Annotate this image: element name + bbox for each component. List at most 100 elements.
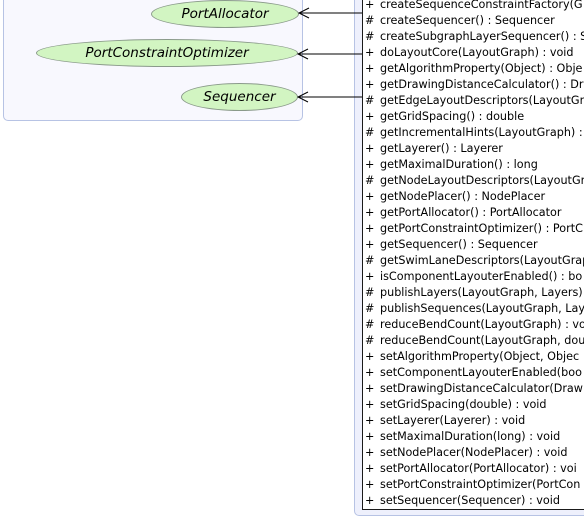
member-row: + getGridSpacing() : double — [365, 109, 524, 125]
visibility-marker: + — [365, 46, 375, 59]
member-row: # publishSequences(LayoutGraph, Lay — [365, 301, 584, 317]
member-row: + setComponentLayouterEnabled(boo — [365, 365, 582, 381]
member-signature: doLayoutCore(LayoutGraph) : void — [380, 46, 574, 59]
member-row: # getNodeLayoutDescriptors(LayoutGr — [365, 173, 584, 189]
member-row: +setPortConstraintOptimizer(PortCon — [365, 477, 580, 493]
visibility-marker: # — [365, 14, 375, 27]
member-signature: getEdgeLayoutDescriptors(LayoutGr — [380, 94, 584, 107]
node-label: PortConstraintOptimizer — [85, 45, 249, 61]
member-row: + setLayerer(Layerer) : void — [365, 413, 525, 429]
member-signature: setPortAllocator(PortAllocator) : voi — [380, 462, 577, 475]
member-row: + getDrawingDistanceCalculator() : Dr — [365, 77, 583, 93]
member-row: + getPortConstraintOptimizer() : PortC — [365, 221, 583, 237]
visibility-marker: # — [365, 334, 375, 347]
visibility-marker: + — [365, 142, 375, 155]
member-row: # getIncrementalHints(LayoutGraph) : — [365, 125, 583, 141]
member-signature: getGridSpacing() : double — [380, 110, 525, 123]
member-signature: getMaximalDuration() : long — [380, 158, 538, 171]
visibility-marker: + — [365, 78, 375, 91]
member-signature: createSubgraphLayerSequencer() : S — [380, 30, 584, 43]
member-row: + setDrawingDistanceCalculator(Draw — [365, 381, 583, 397]
member-signature: getAlgorithmProperty(Object) : Obje — [380, 62, 583, 75]
member-signature: publishLayers(LayoutGraph, Layers) — [380, 286, 583, 299]
node-label: PortAllocator — [181, 6, 269, 22]
member-signature: setSequencer(Sequencer) : void — [380, 494, 560, 507]
member-signature: setComponentLayouterEnabled(boo — [380, 366, 582, 379]
member-signature: reduceBendCount(LayoutGraph, dou — [380, 334, 584, 347]
member-row: # reduceBendCount(LayoutGraph) : vo — [365, 317, 584, 333]
member-signature: getPortAllocator() : PortAllocator — [380, 206, 562, 219]
member-signature: createSequenceConstraintFactory(G — [380, 0, 583, 11]
visibility-marker: + — [365, 110, 375, 123]
member-row: + setPortAllocator(PortAllocator) : voi — [365, 461, 577, 477]
member-row: # publishLayers(LayoutGraph, Layers) — [365, 285, 583, 301]
member-signature: setAlgorithmProperty(Object, Objec — [380, 350, 580, 363]
visibility-marker: + — [365, 206, 375, 219]
member-row: + getMaximalDuration() : long — [365, 157, 538, 173]
member-signature: getIncrementalHints(LayoutGraph) : — [380, 126, 583, 139]
node-port-allocator[interactable]: PortAllocator — [151, 0, 299, 28]
member-row: # getEdgeLayoutDescriptors(LayoutGr — [365, 93, 584, 109]
visibility-marker: # — [365, 318, 375, 331]
member-row: + setSequencer(Sequencer) : void — [365, 493, 560, 509]
visibility-marker: + — [365, 222, 375, 235]
member-signature: publishSequences(LayoutGraph, Lay — [380, 302, 584, 315]
visibility-marker: + — [365, 366, 375, 379]
member-row: + doLayoutCore(LayoutGraph) : void — [365, 45, 574, 61]
node-sequencer[interactable]: Sequencer — [181, 83, 298, 111]
member-row: # getSwimLaneDescriptors(LayoutGrap — [365, 253, 584, 269]
visibility-marker: + — [365, 62, 375, 75]
member-signature: setNodePlacer(NodePlacer) : void — [380, 446, 568, 459]
member-row: + getNodePlacer() : NodePlacer — [365, 189, 545, 205]
member-signature: getSwimLaneDescriptors(LayoutGrap — [380, 254, 584, 267]
visibility-marker: # — [365, 286, 375, 299]
member-signature: getNodeLayoutDescriptors(LayoutGr — [380, 174, 584, 187]
visibility-marker: + — [365, 446, 375, 459]
member-signature: createSequencer() : Sequencer — [380, 14, 555, 27]
visibility-marker: + — [365, 350, 375, 363]
member-list-panel — [362, 0, 584, 510]
member-row: + setAlgorithmProperty(Object, Objec — [365, 349, 579, 365]
member-row: + setNodePlacer(NodePlacer) : void — [365, 445, 567, 461]
member-signature: getPortConstraintOptimizer() : PortC — [380, 222, 583, 235]
member-signature: setPortConstraintOptimizer(PortCon — [380, 478, 581, 491]
visibility-marker: # — [365, 126, 375, 139]
member-signature: getLayerer() : Layerer — [380, 142, 503, 155]
visibility-marker: # — [365, 94, 375, 107]
member-row: + getLayerer() : Layerer — [365, 141, 503, 157]
member-signature: setGridSpacing(double) : void — [380, 398, 547, 411]
visibility-marker: # — [365, 174, 375, 187]
node-port-constraint-optimizer[interactable]: PortConstraintOptimizer — [36, 39, 298, 67]
visibility-marker: # — [365, 302, 375, 315]
member-signature: getNodePlacer() : NodePlacer — [380, 190, 546, 203]
member-row: + setGridSpacing(double) : void — [365, 397, 547, 413]
visibility-marker: # — [365, 30, 375, 43]
member-signature: setDrawingDistanceCalculator(Draw — [380, 382, 583, 395]
member-signature: reduceBendCount(LayoutGraph) : vo — [380, 318, 584, 331]
member-row: + getPortAllocator() : PortAllocator — [365, 205, 561, 221]
member-row: # createSequencer() : Sequencer — [365, 13, 555, 29]
member-row: + getAlgorithmProperty(Object) : Obje — [365, 61, 582, 77]
member-signature: isComponentLayouterEnabled() : bo — [380, 270, 583, 283]
visibility-marker: # — [365, 254, 375, 267]
visibility-marker: + — [365, 494, 375, 507]
visibility-marker: + — [365, 398, 375, 411]
visibility-marker: + — [365, 270, 375, 283]
member-row: + isComponentLayouterEnabled() : bo — [365, 269, 582, 285]
member-signature: getSequencer() : Sequencer — [380, 238, 538, 251]
visibility-marker: + — [365, 462, 375, 475]
visibility-marker: + — [365, 430, 375, 443]
visibility-marker: + — [365, 238, 375, 251]
member-signature: setLayerer(Layerer) : void — [380, 414, 526, 427]
visibility-marker: + — [365, 414, 375, 427]
visibility-marker: + — [365, 190, 375, 203]
member-row: # createSubgraphLayerSequencer() : S — [365, 29, 584, 45]
visibility-marker: + — [365, 0, 375, 11]
member-row: + createSequenceConstraintFactory(G — [365, 0, 583, 13]
member-row: + getSequencer() : Sequencer — [365, 237, 538, 253]
visibility-marker: + — [365, 382, 375, 395]
visibility-marker: + — [365, 158, 375, 171]
member-row: # reduceBendCount(LayoutGraph, dou — [365, 333, 584, 349]
member-signature: getDrawingDistanceCalculator() : Dr — [380, 78, 584, 91]
node-label: Sequencer — [203, 89, 276, 105]
